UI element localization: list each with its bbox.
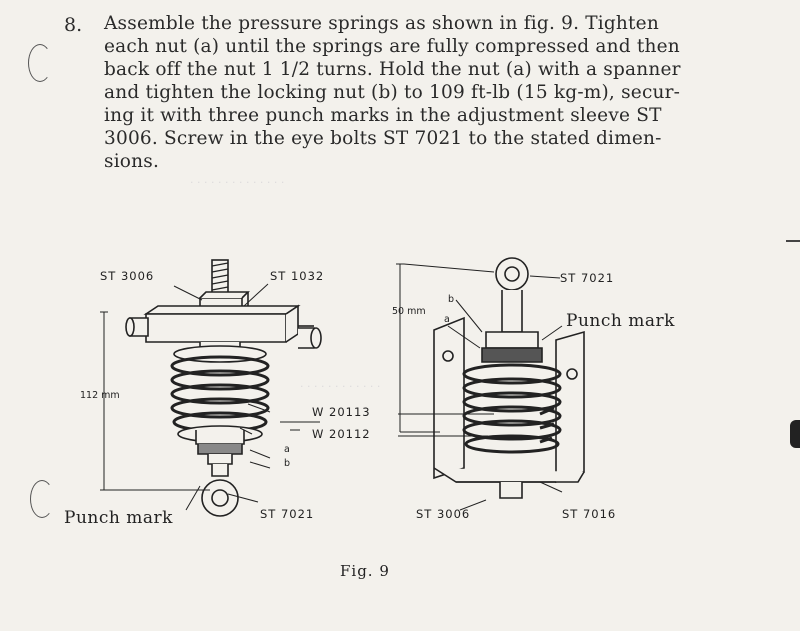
label-st3006-left: ST 3006 bbox=[100, 269, 154, 283]
binder-hole-bottom bbox=[30, 480, 54, 518]
page-edge-mark bbox=[786, 240, 800, 242]
label-w20113: W 20113 bbox=[312, 405, 371, 419]
step-line: back off the nut 1 1/2 turns. Hold the n… bbox=[104, 59, 681, 80]
label-a-left: a bbox=[284, 444, 290, 455]
step-number: 8. bbox=[64, 14, 83, 36]
step-instructions: Assemble the pressure springs as shown i… bbox=[104, 12, 704, 173]
step-line: ing it with three punch marks in the adj… bbox=[104, 105, 662, 126]
right-assembly-drawing bbox=[396, 257, 585, 511]
label-b-right: b bbox=[448, 294, 454, 305]
figure-9: ST 3006 ST 1032 112 mm W 20113 W 20112 a… bbox=[64, 257, 675, 580]
step-line: each nut (a) until the springs are fully… bbox=[104, 36, 680, 57]
bleed-through-text: · · · · · · · · · · · · bbox=[300, 380, 381, 393]
label-a-right: a bbox=[444, 314, 450, 325]
figure-caption: Fig. 9 bbox=[340, 562, 390, 580]
left-assembly-drawing bbox=[100, 259, 322, 517]
bleed-through-text: · · · · · · · · · · · · · · bbox=[190, 176, 285, 189]
label-st7021-right: ST 7021 bbox=[560, 271, 614, 285]
label-punch-mark-left: Punch mark bbox=[64, 508, 173, 528]
step-line: and tighten the locking nut (b) to 109 f… bbox=[104, 82, 681, 103]
step-line: Assemble the pressure springs as shown i… bbox=[104, 13, 659, 34]
step-line: sions. bbox=[104, 151, 160, 172]
binder-hole-top bbox=[28, 44, 52, 82]
label-dimension-112mm: 112 mm bbox=[80, 390, 120, 401]
label-b-left: b bbox=[284, 458, 290, 469]
label-st1032: ST 1032 bbox=[270, 269, 324, 283]
label-st7021-left: ST 7021 bbox=[260, 507, 314, 521]
page-edge-mark bbox=[790, 420, 800, 448]
label-st7016: ST 7016 bbox=[562, 507, 616, 521]
step-line: 3006. Screw in the eye bolts ST 7021 to … bbox=[104, 128, 662, 149]
label-punch-mark-right: Punch mark bbox=[566, 311, 675, 331]
label-w20112: W 20112 bbox=[312, 427, 371, 441]
label-st3006-right: ST 3006 bbox=[416, 507, 470, 521]
label-dimension-50mm: 50 mm bbox=[392, 306, 426, 317]
